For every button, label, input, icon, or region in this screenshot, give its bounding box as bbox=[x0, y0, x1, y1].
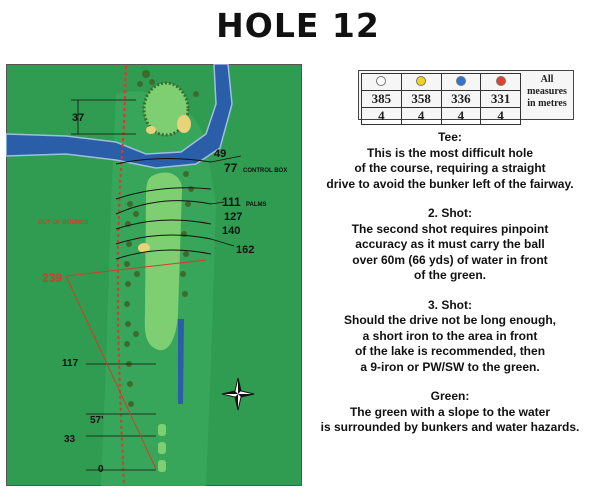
distance-yellow: 358 bbox=[400, 90, 442, 108]
distance-label-33: 33 bbox=[64, 434, 76, 445]
tee-red bbox=[480, 73, 521, 91]
measure-note-line: measures bbox=[527, 86, 567, 97]
distance-white: 385 bbox=[361, 90, 402, 108]
distance-red: 331 bbox=[480, 90, 521, 108]
section-line: is surrounded by bunkers and water hazar… bbox=[320, 420, 580, 434]
distance-label-117: 117 bbox=[62, 358, 79, 369]
tee-dot-icon bbox=[376, 76, 387, 86]
section-heading: 3. Shot: bbox=[428, 297, 472, 312]
section-heading: Green: bbox=[430, 389, 470, 403]
fairway bbox=[144, 172, 182, 351]
section-line: drive to avoid the bunker left of the fa… bbox=[326, 176, 574, 191]
tee-yellow bbox=[400, 73, 442, 91]
green-bunker bbox=[146, 126, 156, 134]
tee-box bbox=[158, 424, 166, 436]
par-white: 4 bbox=[361, 107, 402, 125]
par-red: 4 bbox=[480, 107, 521, 125]
distance-leader-lines bbox=[71, 99, 242, 471]
section-line: accuracy as it must carry the ball bbox=[355, 237, 545, 251]
measure-note-line: All bbox=[540, 74, 554, 85]
measure-note: All measures in metres bbox=[523, 74, 571, 110]
section-line: Should the drive not be long enough, bbox=[344, 313, 556, 327]
tee-dot-icon bbox=[495, 76, 506, 86]
distance-label-37: 37 bbox=[72, 112, 84, 124]
tee-section: Tee: This is the most difficult hole of … bbox=[306, 130, 594, 192]
distance-label-77: 77 bbox=[224, 161, 238, 175]
distance-label-49: 49 bbox=[214, 148, 226, 160]
yardage-card: 385 358 336 331 4 4 4 4 All measures in … bbox=[358, 70, 574, 125]
tee-dot-icon bbox=[455, 76, 466, 86]
section-heading: Tee: bbox=[438, 130, 462, 144]
section-line: The second shot requires pinpoint bbox=[351, 221, 549, 236]
palms-label: PALMS bbox=[246, 202, 267, 208]
hole-description: Tee: This is the most difficult hole of … bbox=[306, 130, 594, 436]
tee-box bbox=[158, 460, 166, 472]
section-line: a short iron to the area in front bbox=[362, 328, 538, 343]
lake bbox=[178, 319, 184, 404]
distance-label-140: 140 bbox=[222, 225, 240, 237]
tee-dot-icon bbox=[416, 76, 427, 86]
par-blue: 4 bbox=[440, 107, 482, 125]
distance-label-127: 127 bbox=[224, 211, 242, 223]
third-shot-section: 3. Shot: Should the drive not be long en… bbox=[306, 298, 594, 376]
carry-lines bbox=[65, 259, 207, 470]
distance-arcs bbox=[115, 157, 212, 260]
hole-map: 37 49 77 CONTROL BOX 111 PALMS 127 140 1… bbox=[6, 64, 302, 486]
distance-label-162: 162 bbox=[236, 244, 254, 256]
control-box-label: CONTROL BOX bbox=[243, 168, 287, 174]
distance-label-0: 0 bbox=[98, 464, 104, 475]
section-line: over 60m (66 yds) of water in front bbox=[352, 252, 548, 267]
distance-label-57: 57' bbox=[90, 415, 104, 426]
distance-label-111: 111 bbox=[222, 195, 241, 209]
tee-box bbox=[158, 442, 166, 454]
section-line: of the course, requiring a straight bbox=[354, 161, 546, 175]
tee-colors-row bbox=[361, 73, 521, 91]
distance-blue: 336 bbox=[440, 90, 482, 108]
out-of-bounds-label: OUT OF BOUNDS bbox=[38, 220, 88, 226]
measure-note-line: in metres bbox=[527, 98, 567, 109]
section-line: a 9-iron or PW/SW to the green. bbox=[360, 359, 540, 374]
water-hazard bbox=[6, 64, 233, 169]
compass-rose-icon bbox=[221, 377, 255, 411]
distance-label-239: 239 bbox=[42, 271, 62, 285]
tee-blue bbox=[440, 73, 482, 91]
section-line: of the green. bbox=[413, 268, 486, 282]
yardage-table: 385 358 336 331 4 4 4 4 bbox=[361, 73, 521, 125]
distance-row: 385 358 336 331 bbox=[361, 90, 521, 108]
green-section: Green: The green with a slope to the wat… bbox=[306, 389, 594, 436]
par-row: 4 4 4 4 bbox=[361, 107, 521, 125]
second-shot-section: 2. Shot: The second shot requires pinpoi… bbox=[306, 206, 594, 284]
putting-green bbox=[142, 81, 190, 137]
fairway-bunker bbox=[138, 243, 150, 253]
tree-line-left bbox=[124, 201, 140, 407]
green-bunker bbox=[177, 115, 191, 133]
par-yellow: 4 bbox=[400, 107, 442, 125]
hole-title: HOLE 12 bbox=[216, 6, 380, 45]
section-line: The green with a slope to the water bbox=[349, 404, 551, 419]
section-line: of the lake is recommended, then bbox=[354, 344, 546, 358]
section-line: This is the most difficult hole bbox=[366, 145, 533, 160]
tee-white bbox=[361, 73, 402, 91]
section-heading: 2. Shot: bbox=[428, 206, 472, 220]
